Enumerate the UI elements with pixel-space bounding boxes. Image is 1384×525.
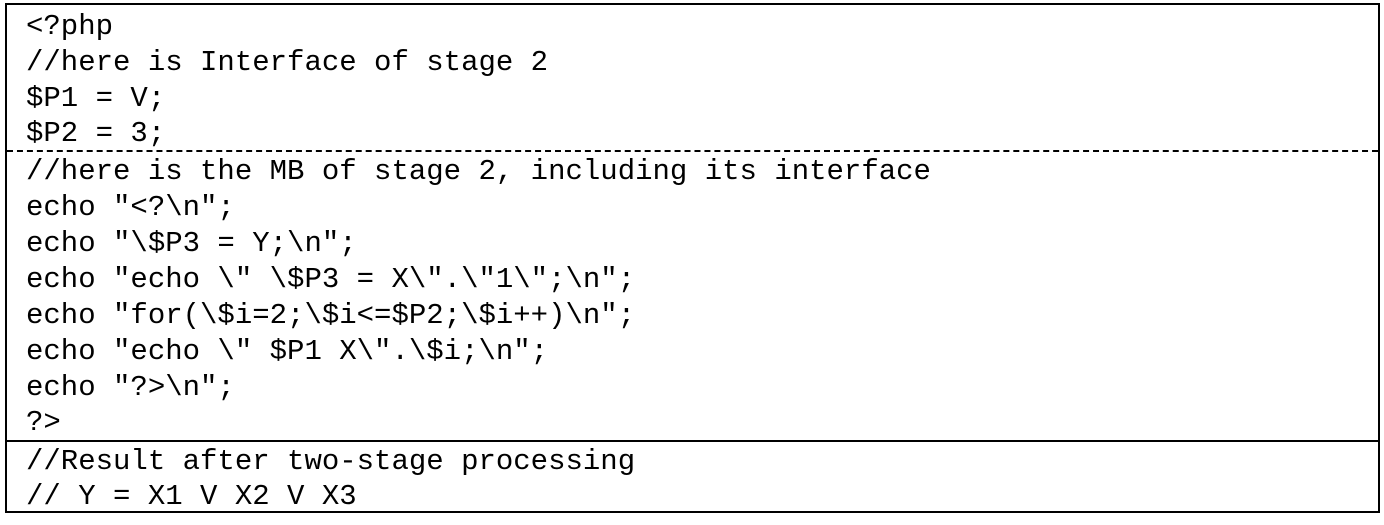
interface-section: <?php //here is Interface of stage 2 $P1… <box>7 5 1378 150</box>
code-line: // Y = X1 V X2 V X3 <box>26 480 357 513</box>
code-line: <?php <box>26 10 114 43</box>
code-line: echo "?>\n"; <box>26 371 235 404</box>
code-line: //Result after two-stage processing <box>26 445 636 478</box>
code-line: echo "\$P3 = Y;\n"; <box>26 227 357 260</box>
code-line: echo "<?\n"; <box>26 191 235 224</box>
code-line: $P1 = V; <box>26 82 166 115</box>
code-listing-frame: <?php //here is Interface of stage 2 $P1… <box>5 3 1380 513</box>
result-section: //Result after two-stage processing // Y… <box>7 440 1378 515</box>
code-line: echo "for(\$i=2;\$i<=$P2;\$i++)\n"; <box>26 299 636 332</box>
code-line: ?> <box>26 406 61 439</box>
code-line: $P2 = 3; <box>26 117 166 150</box>
code-line: //here is the MB of stage 2, including i… <box>26 155 931 188</box>
mb-section: //here is the MB of stage 2, including i… <box>7 150 1378 442</box>
code-line: //here is Interface of stage 2 <box>26 46 549 79</box>
code-line: echo "echo \" \$P3 = X\".\"1\";\n"; <box>26 263 636 296</box>
code-line: echo "echo \" $P1 X\".\$i;\n"; <box>26 335 549 368</box>
